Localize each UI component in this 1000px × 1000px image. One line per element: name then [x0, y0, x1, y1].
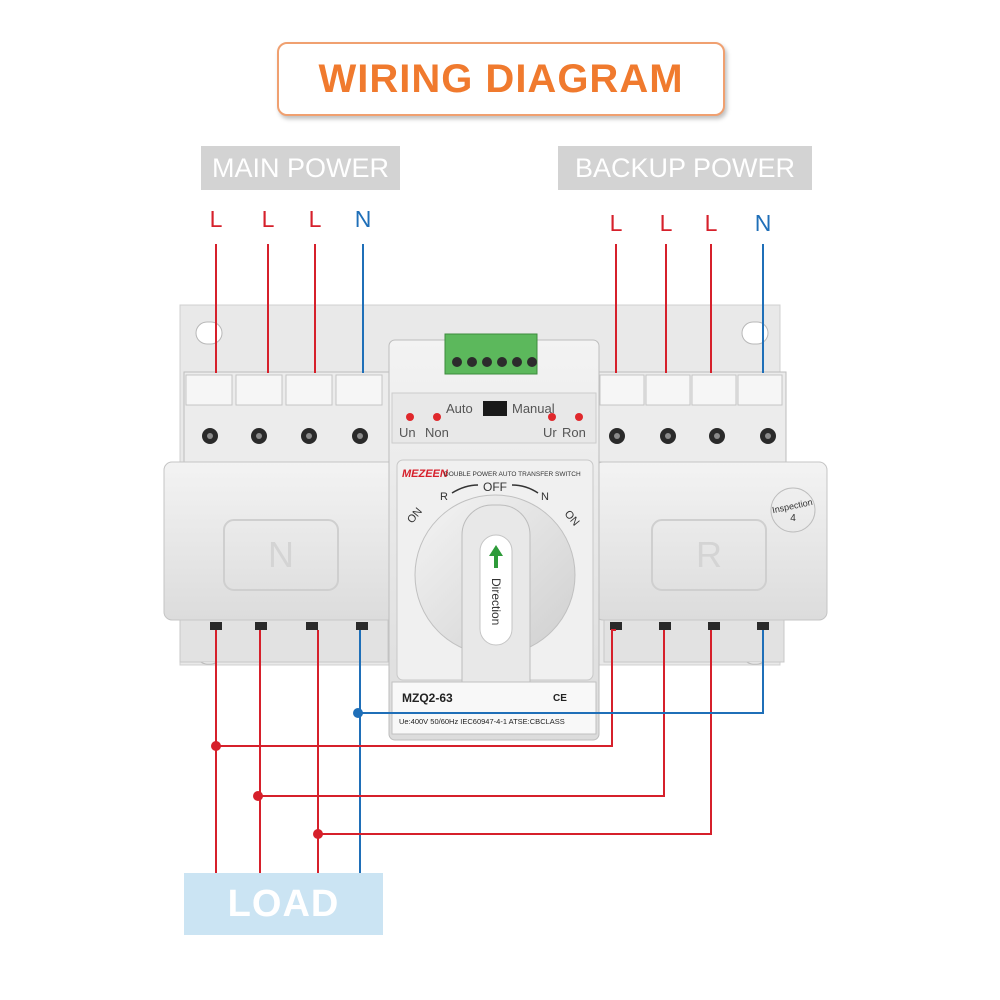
title-banner: WIRING DIAGRAM — [277, 42, 725, 116]
backup-switch-module: R Inspection 4 — [594, 461, 828, 621]
inspection-number: 4 — [790, 513, 796, 524]
led-ur-indicator — [548, 413, 556, 421]
main-switch-module: N — [163, 461, 397, 621]
brand-label: MEZEEN — [402, 468, 449, 480]
main-power-terminal-block — [183, 371, 390, 463]
product-name-label: DOUBLE POWER AUTO TRANSFER SWITCH — [444, 471, 581, 478]
dial-r-label: R — [440, 491, 448, 503]
controller-unit: Auto Manual Un Non Ur Ron MEZEEN DOUBLE … — [388, 333, 600, 741]
backup-terminal-1: L — [610, 210, 623, 236]
output-terminals — [179, 619, 785, 663]
ce-mark: CE — [553, 693, 567, 704]
module-letter-r: R — [696, 534, 722, 575]
handle-direction-label: Direction — [489, 578, 503, 625]
backup-power-label: BACKUP POWER — [558, 146, 812, 190]
load-label: LOAD — [184, 873, 383, 935]
main-terminal-4: N — [355, 206, 372, 232]
main-power-terminal-letters: L L L N — [210, 206, 372, 232]
mode-manual-label: Manual — [512, 401, 555, 416]
dial-off-label: OFF — [483, 480, 507, 494]
led-ron-indicator — [575, 413, 583, 421]
main-power-wires — [215, 244, 364, 373]
mode-switch[interactable] — [483, 401, 507, 416]
main-terminal-2: L — [262, 206, 275, 232]
page-title: WIRING DIAGRAM — [318, 56, 684, 101]
transfer-handle[interactable]: Direction — [414, 494, 576, 716]
junction-dot — [353, 708, 363, 718]
backup-power-wires — [615, 244, 764, 373]
junction-dot — [253, 791, 263, 801]
main-terminal-1: L — [210, 206, 223, 232]
junction-dot — [313, 829, 323, 839]
main-terminal-3: L — [309, 206, 322, 232]
led-un-label: Un — [399, 425, 416, 440]
load-wires — [211, 629, 764, 873]
spec-label: Ue:400V 50/60Hz IEC60947-4-1 ATSE:CBCLAS… — [399, 717, 565, 726]
mode-auto-label: Auto — [446, 401, 473, 416]
led-ur-label: Ur — [543, 425, 557, 440]
backup-terminal-3: L — [705, 210, 718, 236]
led-non-label: Non — [425, 425, 449, 440]
led-un-indicator — [406, 413, 414, 421]
main-power-label: MAIN POWER — [201, 146, 400, 190]
control-connector — [444, 333, 538, 375]
backup-terminal-2: L — [660, 210, 673, 236]
model-label: MZQ2-63 — [402, 691, 453, 705]
junction-dot — [211, 741, 221, 751]
backup-terminal-4: N — [755, 210, 772, 236]
backup-power-terminal-letters: L L L N — [610, 210, 772, 236]
dial-n-label: N — [541, 491, 549, 503]
dial-arrow-left — [451, 484, 479, 494]
backup-power-terminal-block — [597, 371, 787, 463]
dial-arrow-right — [511, 484, 539, 494]
led-ron-label: Ron — [562, 425, 586, 440]
led-non-indicator — [433, 413, 441, 421]
direction-arrow-icon — [489, 545, 503, 568]
module-letter-n: N — [268, 534, 294, 575]
